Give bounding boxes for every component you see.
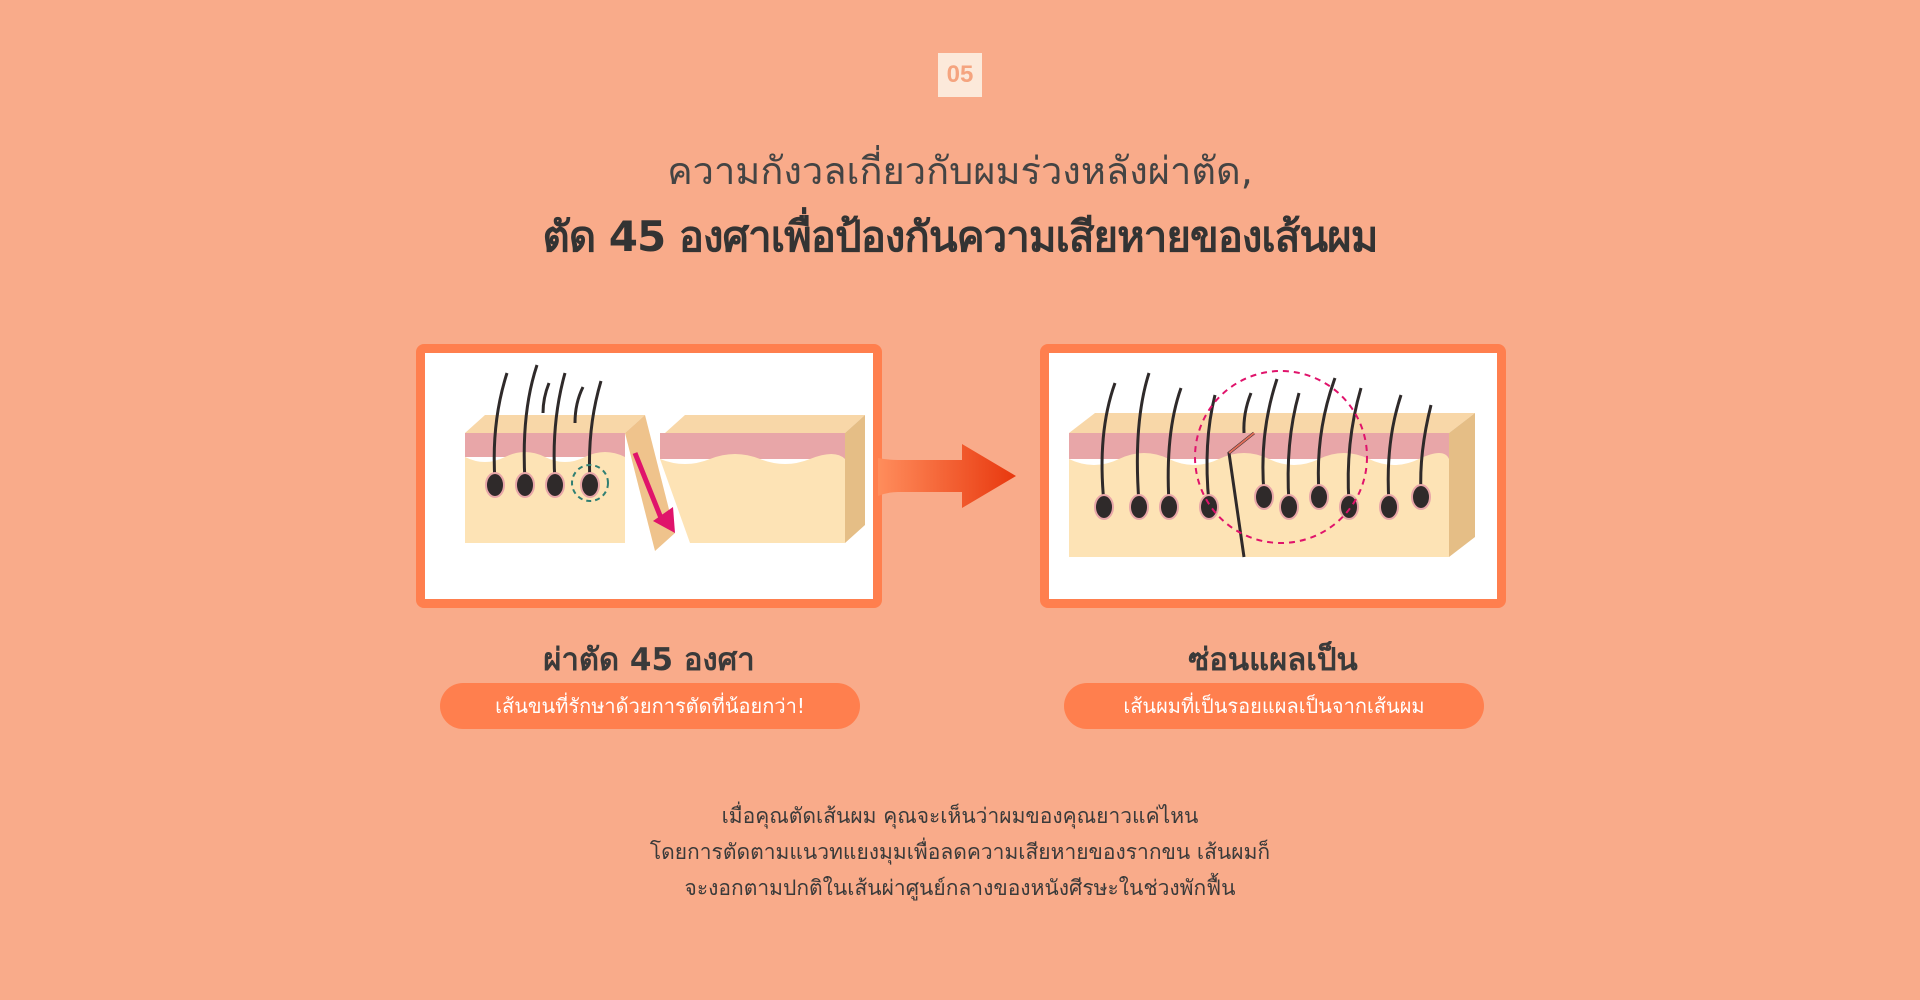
right-card-pill: เส้นผมที่เป็นรอยแผลเป็นจากเส้นผม <box>1064 683 1484 729</box>
left-card-illustration <box>416 344 882 608</box>
right-card-illustration <box>1040 344 1506 608</box>
step-number: 05 <box>946 61 974 88</box>
scalp-cut-illustration-icon <box>465 364 865 551</box>
left-card-title: ผ่าตัด 45 องศา <box>543 642 755 678</box>
description-line: จะงอกตามปกติในเส้นผ่าศูนย์กลางของหนังศีร… <box>684 876 1236 900</box>
headline-subtitle: ความกังวลเกี่ยวกับผมร่วงหลังผ่าตัด, <box>667 149 1253 193</box>
arrow-right-icon <box>878 444 1016 508</box>
right-card-title: ซ่อนแผลเป็น <box>1188 642 1358 678</box>
left-card-pill-text: เส้นขนที่รักษาด้วยการตัดที่น้อยกว่า! <box>495 694 805 718</box>
right-card-pill-text: เส้นผมที่เป็นรอยแผลเป็นจากเส้นผม <box>1123 694 1425 718</box>
description-line: เมื่อคุณตัดเส้นผม คุณจะเห็นว่าผมของคุณยา… <box>721 804 1199 828</box>
scalp-healed-illustration-icon <box>1069 370 1475 558</box>
left-card-pill: เส้นขนที่รักษาด้วยการตัดที่น้อยกว่า! <box>440 683 860 729</box>
step-badge: 05 <box>938 53 982 97</box>
description: เมื่อคุณตัดเส้นผม คุณจะเห็นว่าผมของคุณยา… <box>0 798 1920 906</box>
description-line: โดยการตัดตามแนวทแยงมุมเพื่อลดความเสียหาย… <box>649 840 1271 864</box>
headline-title: ตัด 45 องศาเพื่อป้องกันความเสียหายของเส้… <box>542 212 1379 261</box>
